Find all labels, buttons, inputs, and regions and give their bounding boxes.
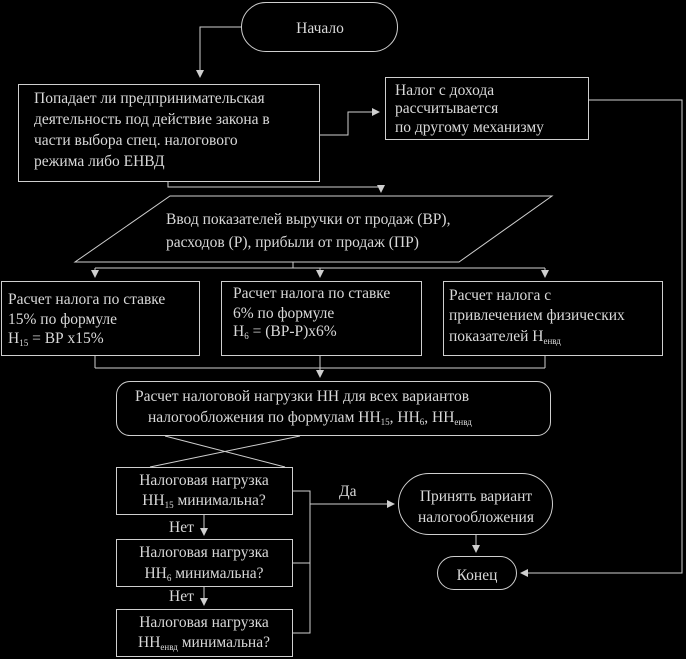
- other-mechanism-line-3: по другому механизму: [395, 119, 544, 136]
- label-yes: Да: [339, 483, 357, 500]
- calc-6-formula: Н6 = (ВР-Р)х6%: [233, 323, 337, 341]
- calc-6-line-1: Расчет налога по ставке: [233, 285, 390, 302]
- other-mechanism-line-2: рассчитывается: [395, 100, 498, 117]
- calc-15-box: [1, 281, 200, 356]
- calc-envd-box: [443, 281, 663, 356]
- accept-option-terminal: [398, 473, 553, 535]
- input-data-line-2: расходов (Р), прибыли от продаж (ПР): [166, 234, 419, 251]
- accept-option-line-2: налогообложения: [418, 509, 534, 526]
- end-label: Конец: [457, 567, 498, 584]
- accept-option-line-1: Принять вариант: [420, 488, 533, 505]
- arrow-decision-to-other: [320, 108, 380, 136]
- tax-load-calc-box: [116, 381, 551, 436]
- other-mechanism-line-1: Налог с дохода: [395, 82, 494, 99]
- calc-15-line-1: Расчет налога по ставке: [8, 291, 165, 308]
- check-envd-box: [116, 609, 293, 657]
- label-no-1: Нет: [169, 519, 194, 536]
- calc-6-line-2: 6% по формуле: [233, 305, 334, 322]
- label-no-2: Нет: [169, 588, 194, 605]
- input-data-parallelogram: [73, 195, 554, 263]
- check-15-box: [116, 467, 293, 515]
- start-terminal: [241, 2, 398, 52]
- tax-load-calc-line-2: налогообложения по формулам НН15, НН6, Н…: [148, 409, 472, 427]
- calc-15-formula: Н15 = ВР х15%: [8, 330, 104, 348]
- arrow-decision-to-input: [167, 182, 385, 193]
- end-terminal: [437, 556, 517, 590]
- decision-box: [18, 84, 320, 182]
- connector-checks-right-bus: [293, 490, 311, 634]
- arrow-start-to-decision: [196, 26, 241, 78]
- tax-load-calc-line-1: Расчет налоговой нагрузки НН для всех ва…: [135, 388, 469, 405]
- calc-15-line-2: 15% по формуле: [8, 311, 117, 328]
- check-6-box: [116, 539, 293, 587]
- arrow-other-to-end: [520, 99, 683, 577]
- check-6-line-1: Налоговая нагрузка: [139, 544, 269, 561]
- other-mechanism-box: [385, 77, 589, 140]
- start-label: Начало: [296, 20, 344, 37]
- check-6-line-2: НН6 минимальна?: [144, 565, 263, 583]
- calc-envd-line-1: Расчет налога с: [449, 287, 551, 304]
- calc-envd-formula: показателей Ненвд: [449, 328, 561, 346]
- check-15-line-1: Налоговая нагрузка: [139, 472, 269, 489]
- decision-line-2: деятельность под действие закона в: [34, 111, 270, 128]
- decision-line-3: части выбора спец. налогового: [34, 132, 238, 149]
- decision-line-4: режима либо ЕНВД: [34, 153, 165, 170]
- check-envd-line-2: ННенвд минимальна?: [138, 634, 270, 652]
- calc-envd-line-2: привлечением физических: [449, 307, 625, 324]
- connector-cross-right: [149, 435, 301, 468]
- check-15-line-2: НН15 минимальна?: [142, 492, 266, 510]
- check-envd-line-1: Налоговая нагрузка: [139, 614, 269, 631]
- input-data-line-1: Ввод показателей выручки от продаж (ВР),: [166, 211, 450, 228]
- decision-line-1: Попадает ли предпринимательская: [34, 90, 265, 107]
- calc-6-box: [221, 281, 422, 356]
